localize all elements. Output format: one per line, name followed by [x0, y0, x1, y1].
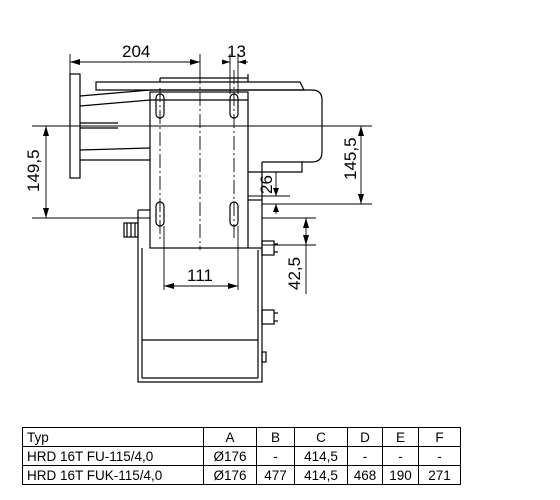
cell-f: - — [418, 446, 461, 466]
cell-c: 414,5 — [294, 446, 348, 466]
cell-typ: HRD 16T FUK-115/4,0 — [22, 465, 204, 485]
col-header-b: B — [256, 427, 295, 447]
cell-b: - — [256, 446, 295, 466]
dimension-lines — [32, 54, 372, 294]
slots — [155, 93, 239, 227]
table-row: HRD 16T FU-115/4,0 Ø176 - 414,5 - - - — [22, 446, 461, 466]
col-header-e: E — [382, 427, 419, 447]
dim-lower-offset: 42,5 — [285, 257, 304, 290]
center-lines — [159, 70, 235, 250]
dim-width-top: 204 — [122, 42, 150, 61]
table-header-row: Typ A B C D E F — [22, 427, 461, 447]
top-housing — [95, 74, 323, 173]
cell-e: - — [382, 446, 419, 466]
cell-d: 468 — [347, 465, 383, 485]
dim-offset-small: 26 — [257, 175, 276, 194]
table-row: HRD 16T FUK-115/4,0 Ø176 477 414,5 468 1… — [22, 465, 461, 485]
cell-e: 190 — [382, 465, 419, 485]
cell-f: 271 — [418, 465, 461, 485]
col-header-d: D — [347, 427, 383, 447]
col-header-a: A — [203, 427, 257, 447]
spec-table: Typ A B C D E F HRD 16T FU-115/4,0 Ø176 … — [22, 427, 461, 485]
side-fittings — [123, 222, 278, 363]
col-header-f: F — [418, 427, 461, 447]
main-frame — [149, 91, 263, 249]
cell-a: Ø176 — [203, 446, 257, 466]
cell-b: 477 — [256, 465, 295, 485]
dim-height-left: 149,5 — [24, 149, 43, 192]
dim-inner-width: 111 — [187, 266, 213, 285]
arrowheads — [43, 59, 364, 289]
dim-slot-width: 13 — [227, 42, 246, 61]
cell-typ: HRD 16T FU-115/4,0 — [22, 446, 204, 466]
col-header-c: C — [294, 427, 348, 447]
cell-d: - — [347, 446, 383, 466]
cell-a: Ø176 — [203, 465, 257, 485]
cell-c: 414,5 — [294, 465, 348, 485]
bracket-arms — [79, 89, 151, 161]
technical-drawing: 204 13 149,5 145,5 26 42,5 111 — [24, 42, 372, 383]
dim-height-right: 145,5 — [341, 137, 360, 180]
col-header-typ: Typ — [22, 427, 204, 447]
wheel-fork — [137, 209, 263, 383]
